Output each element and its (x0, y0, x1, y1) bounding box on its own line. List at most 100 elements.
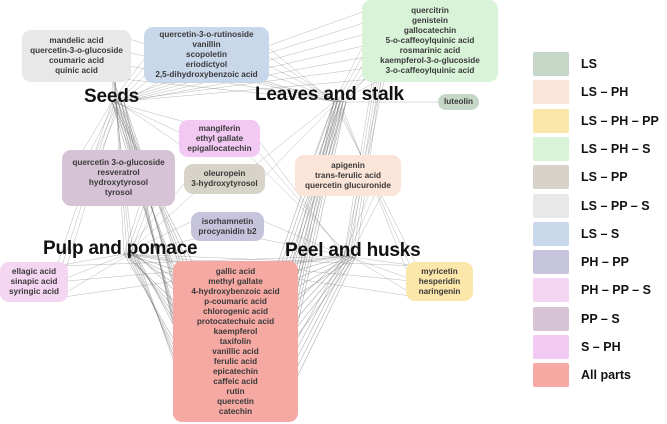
compound-label: resveratrol (97, 168, 140, 177)
compound-label: catechin (218, 406, 253, 416)
compound-label: isorhamnetin (201, 216, 254, 226)
compound-label: hesperidin (418, 276, 461, 286)
compound-label: epigallocatechin (187, 143, 252, 153)
compound-label: epicatechin (212, 366, 259, 376)
compound-label: genistein (412, 16, 448, 25)
legend-item: All parts (533, 363, 632, 388)
legend-label: LS – PH – PP (581, 113, 659, 128)
legend-swatch (533, 108, 569, 133)
legend-swatch (533, 165, 569, 190)
compound-label: protocatechuic acid (196, 316, 275, 326)
legend-label: PH – PP – S (581, 283, 651, 298)
network-edge (346, 255, 418, 282)
legend-swatch (533, 52, 569, 76)
compound-label: methyl gallate (208, 276, 263, 286)
legend-item: LS – S (533, 221, 619, 246)
compound-label: ferulic acid (213, 356, 258, 366)
network-edge (56, 253, 128, 283)
legend-label: PH – PP (581, 255, 629, 270)
network-edge (126, 189, 198, 255)
compound-label: 4-hydroxybenzoic acid (191, 286, 280, 296)
network-edge (349, 255, 418, 298)
network-edge (126, 236, 204, 255)
hub-label-pulp-and-pomace: Pulp and pomace (43, 238, 198, 259)
hub-label-peel-and-husks: Peel and husks (285, 240, 421, 261)
compound-label: gallic acid (215, 266, 256, 276)
compound-label: quinic acid (55, 66, 98, 75)
legend-item: LS – PH (533, 80, 629, 105)
legend-item: LS – PP – S (533, 193, 650, 218)
compound-label: myricetin (421, 266, 458, 276)
compound-label: mangiferin (198, 123, 241, 133)
compound-label: luteolin (443, 97, 474, 106)
compound-label: vanillic acid (212, 346, 259, 356)
compound-label: rutin (226, 386, 245, 396)
compound-label: syringic acid (8, 287, 60, 296)
compound-label: kaempferol (213, 326, 258, 336)
legend-label: LS – PP (581, 170, 628, 185)
compound-label: p-coumaric acid (204, 296, 267, 306)
hub-label-leaves-and-stalk: Leaves and stalk (255, 84, 404, 105)
compound-label: 3-o-caffeoylquinic acid (385, 66, 475, 75)
network-edge (343, 255, 418, 267)
legend-item: PH – PP – S (533, 278, 651, 303)
network-edge (251, 101, 338, 191)
compound-label: coumaric acid (48, 56, 105, 65)
compound-label: apigenin (331, 160, 365, 170)
compound-label: mandelic acid (49, 36, 104, 45)
compound-label: naringenin (418, 286, 461, 296)
compound-label: ellagic acid (11, 267, 57, 276)
compound-label: caffeic acid (213, 376, 258, 386)
legend-swatch (533, 193, 569, 218)
network-edge (123, 215, 204, 255)
network-edge (248, 78, 347, 103)
compound-label: procyanidin b2 (198, 226, 257, 236)
legend-item: LS – PH – S (533, 136, 651, 161)
legend-label: PP – S (581, 311, 620, 326)
compound-label: tyrosol (104, 188, 133, 197)
compound-label: scopoletin (186, 50, 227, 59)
legend-item: PH – PP (533, 250, 629, 275)
compound-label: quercetin 3-o-glucoside (72, 158, 165, 167)
compound-label: 5-o-caffeoylquinic acid (385, 36, 475, 45)
legend-label: S – PH (581, 340, 621, 354)
compound-label: trans-ferulic acid (315, 170, 381, 180)
group-box-ls: luteolin (438, 94, 479, 110)
compound-label: rosmarinic acid (399, 46, 461, 55)
legend-label: LS – PH – S (581, 141, 651, 156)
network-edge (111, 65, 385, 103)
compound-label: chlorogenic acid (202, 306, 269, 316)
legend-swatch (533, 221, 569, 246)
legend-item: LS – PP (533, 165, 628, 190)
network-edge (123, 253, 418, 267)
legend-label: LS – PH (581, 85, 629, 100)
compound-label: 3-hydroxytyrosol (191, 179, 258, 188)
network-edge (56, 253, 125, 267)
compound-label: quercetin (217, 396, 254, 406)
compound-label: taxifolin (219, 336, 252, 346)
hub-label-seeds: Seeds (84, 86, 139, 107)
compound-label: eriodictyol (185, 60, 228, 69)
legend-item: PP – S (533, 306, 620, 331)
network-edge (56, 253, 131, 299)
compound-label: oleuropein (203, 169, 246, 178)
legend-item: LS (533, 52, 597, 76)
compound-label: ethyl gallate (195, 133, 244, 143)
compound-label: quercitrin (411, 6, 449, 15)
legend-item: LS – PH – PP (533, 108, 659, 133)
compound-label: vanillin (192, 40, 221, 49)
legend-swatch (533, 306, 569, 331)
compound-label: quercetin glucuronide (305, 180, 391, 190)
network-edge (349, 191, 384, 257)
compound-label: kaempferol-3-o-glucoside (380, 56, 480, 65)
legend-item: S – PH (533, 335, 621, 359)
legend-label: All parts (581, 368, 632, 383)
legend-swatch (533, 136, 569, 161)
